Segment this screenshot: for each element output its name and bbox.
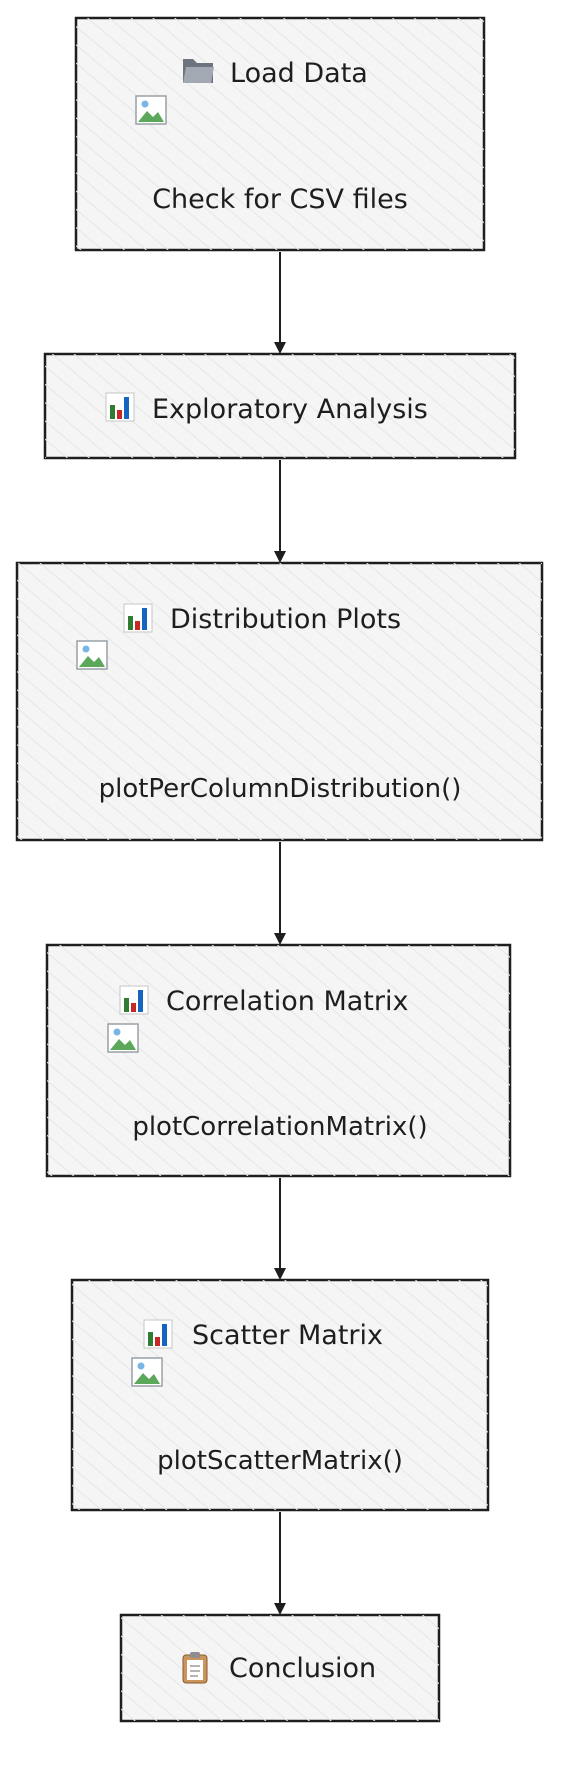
broken-image-icon bbox=[135, 95, 167, 125]
node-load-data[interactable]: Load Data Check for CSV files bbox=[74, 16, 486, 252]
node-subtitle: plotPerColumnDistribution() bbox=[99, 774, 462, 804]
broken-image-icon bbox=[107, 1023, 139, 1053]
node-title: Correlation Matrix bbox=[166, 986, 408, 1017]
bar-chart-icon bbox=[123, 603, 153, 633]
node-exploratory-analysis[interactable]: Exploratory Analysis bbox=[43, 352, 517, 460]
node-title: Distribution Plots bbox=[170, 604, 401, 635]
node-correlation-matrix[interactable]: Correlation Matrix plotCorrelationMatrix… bbox=[45, 943, 512, 1178]
node-scatter-matrix[interactable]: Scatter Matrix plotScatterMatrix() bbox=[70, 1278, 490, 1512]
node-subtitle: plotCorrelationMatrix() bbox=[132, 1112, 427, 1142]
node-title: Exploratory Analysis bbox=[152, 394, 428, 425]
node-title: Conclusion bbox=[229, 1653, 376, 1684]
bar-chart-icon bbox=[105, 392, 135, 422]
broken-image-icon bbox=[131, 1357, 163, 1387]
node-distribution-plots[interactable]: Distribution Plots plotPerColumnDistribu… bbox=[15, 561, 544, 842]
broken-image-icon bbox=[76, 640, 108, 670]
node-subtitle: Check for CSV files bbox=[152, 184, 408, 215]
bar-chart-icon bbox=[143, 1319, 173, 1349]
clipboard-icon bbox=[182, 1652, 208, 1684]
node-conclusion[interactable]: Conclusion bbox=[119, 1613, 441, 1723]
bar-chart-icon bbox=[119, 985, 149, 1015]
node-title: Load Data bbox=[230, 58, 368, 89]
node-subtitle: plotScatterMatrix() bbox=[157, 1446, 403, 1476]
node-title: Scatter Matrix bbox=[192, 1320, 383, 1351]
folder-icon bbox=[183, 59, 214, 83]
